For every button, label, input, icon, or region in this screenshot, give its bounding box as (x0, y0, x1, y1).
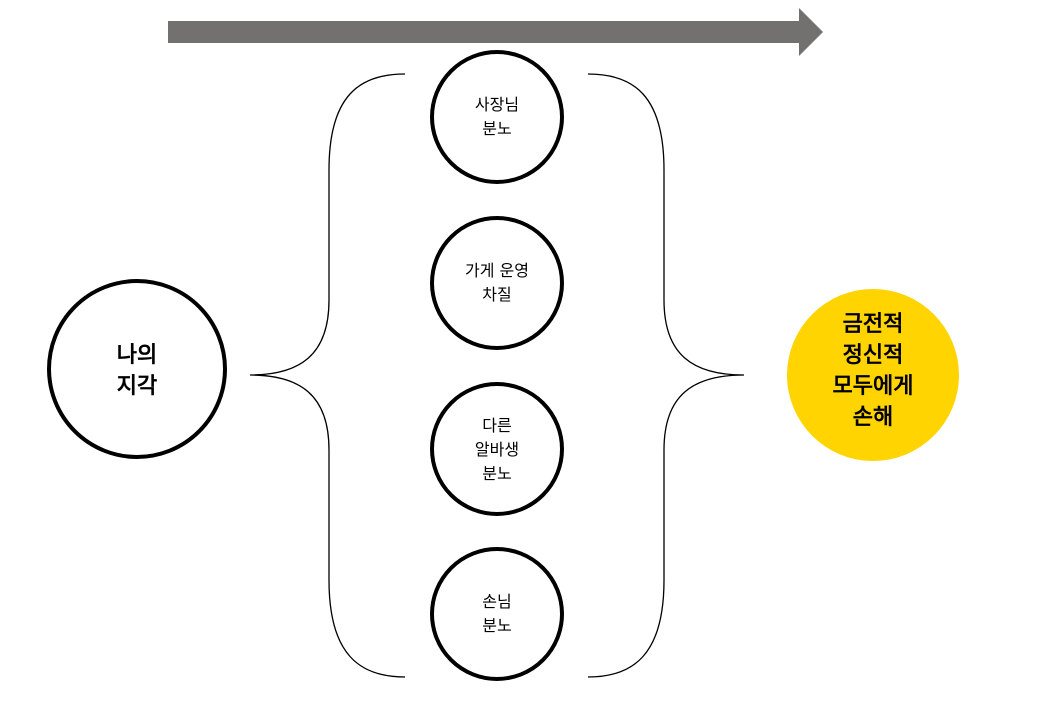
middle-node-boss-anger: 사장님 분노 (430, 50, 564, 184)
result-node-line-3: 모두에게 (833, 374, 914, 399)
start-node-line-1: 나의 (117, 343, 157, 368)
middle-node-3-line-3: 분노 (482, 464, 511, 483)
result-node-line-4: 손해 (853, 405, 893, 430)
middle-node-3-line-2: 알바생 (475, 440, 519, 459)
middle-node-4-line-2: 분노 (482, 616, 511, 635)
right-brace (587, 73, 745, 678)
result-node-line-1: 금전적 (843, 312, 904, 337)
result-node-line-2: 정신적 (843, 343, 904, 368)
middle-node-1-line-2: 분노 (482, 119, 511, 138)
middle-node-customer-anger: 손님 분노 (430, 547, 564, 681)
start-node: 나의 지각 (47, 279, 227, 459)
middle-node-store-disruption: 가게 운영 차질 (430, 216, 564, 350)
middle-node-2-line-1: 가게 운영 (465, 261, 529, 280)
start-node-line-2: 지각 (117, 374, 157, 399)
middle-node-4-line-1: 손님 (482, 592, 511, 611)
left-brace (249, 73, 406, 678)
progress-arrow (168, 8, 823, 56)
middle-node-2-line-2: 차질 (482, 285, 511, 304)
middle-node-3-line-1: 다른 (482, 416, 511, 435)
middle-node-coworker-anger: 다른 알바생 분노 (430, 382, 564, 516)
middle-node-1-line-1: 사장님 (475, 95, 519, 114)
result-node: 금전적 정신적 모두에게 손해 (787, 289, 959, 461)
